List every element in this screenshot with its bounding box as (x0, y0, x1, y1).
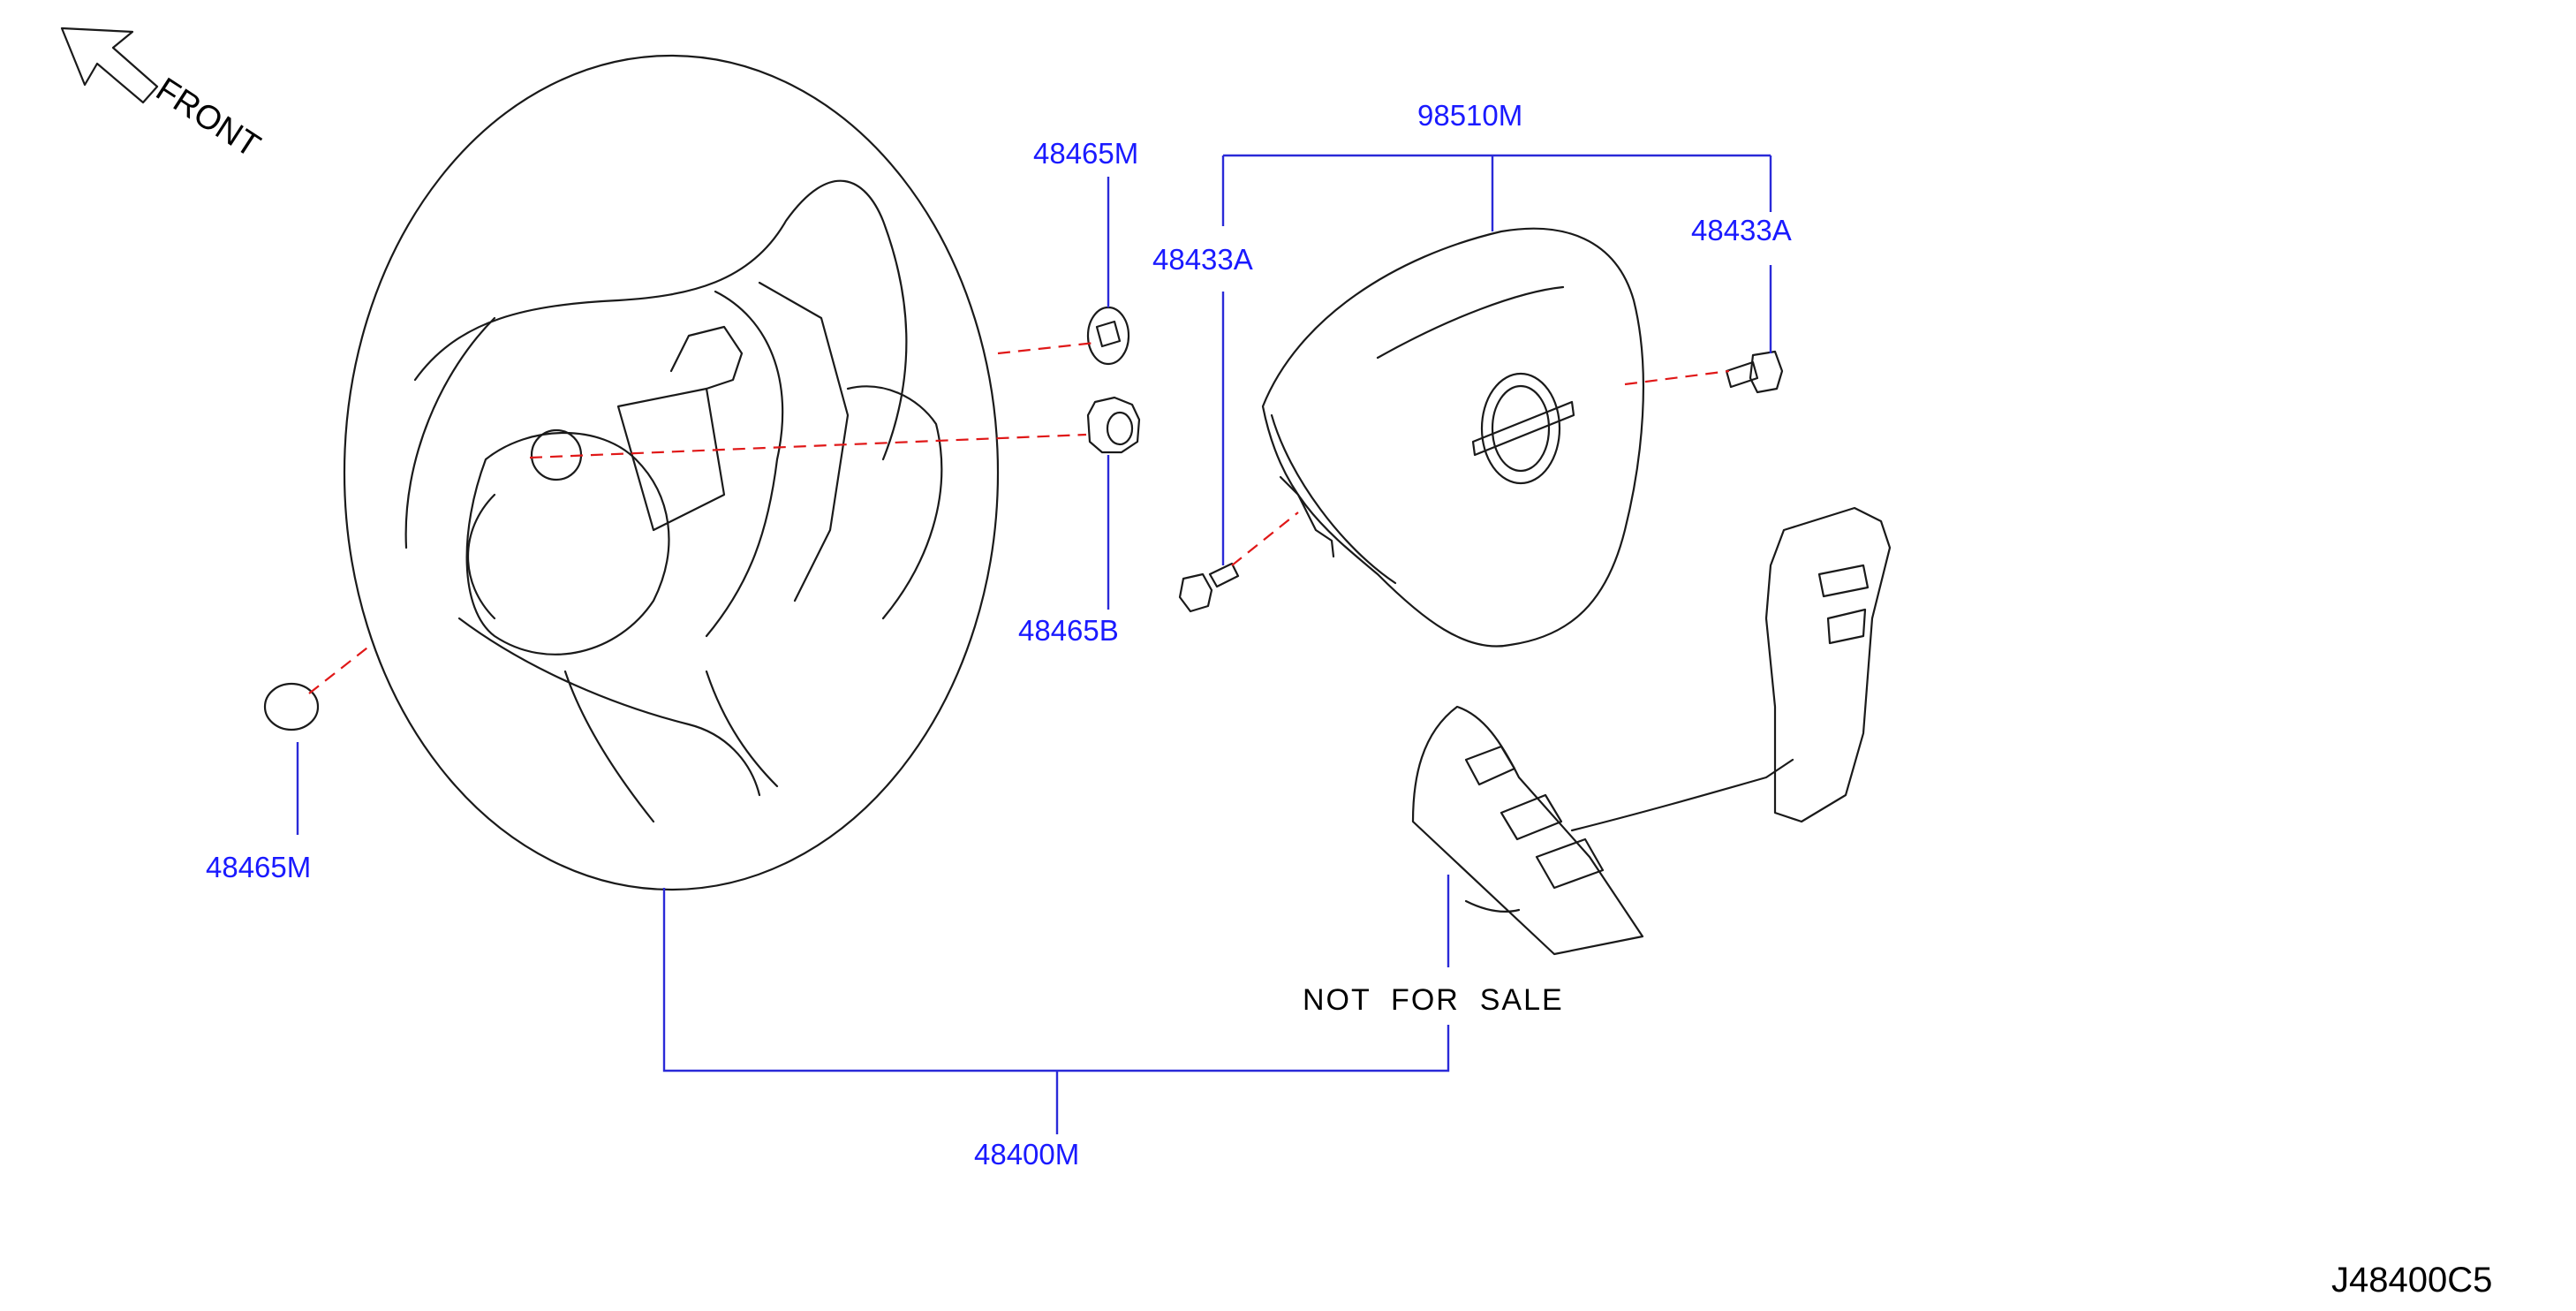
centerlines (308, 341, 1730, 694)
leader-lines (296, 154, 1772, 1134)
steering-wheel-drawing (343, 54, 1000, 891)
front-arrow-icon (60, 27, 159, 104)
steering-switch-drawing (1411, 506, 1892, 956)
label-cap-upper: 48465M (1033, 137, 1138, 170)
clip-drawing (1086, 396, 1141, 454)
label-clip: 48465B (1018, 614, 1119, 647)
bolt-right-drawing (1725, 350, 1784, 394)
cap-upper-drawing (1086, 306, 1130, 366)
label-bolt-right: 48433A (1691, 214, 1792, 246)
cap-left-drawing (263, 682, 320, 731)
front-label: FRONT (149, 71, 267, 165)
label-cap-left: 48465M (206, 851, 311, 883)
label-airbag-module: 98510M (1417, 99, 1522, 132)
label-bolt-left: 48433A (1152, 243, 1253, 276)
label-steering-wheel: 48400M (974, 1138, 1079, 1171)
drawing-id: J48400C5 (2331, 1261, 2492, 1300)
airbag-module-drawing (1261, 227, 1644, 648)
bolt-left-drawing (1178, 562, 1240, 613)
not-for-sale-note: NOT FOR SALE (1303, 983, 1564, 1017)
